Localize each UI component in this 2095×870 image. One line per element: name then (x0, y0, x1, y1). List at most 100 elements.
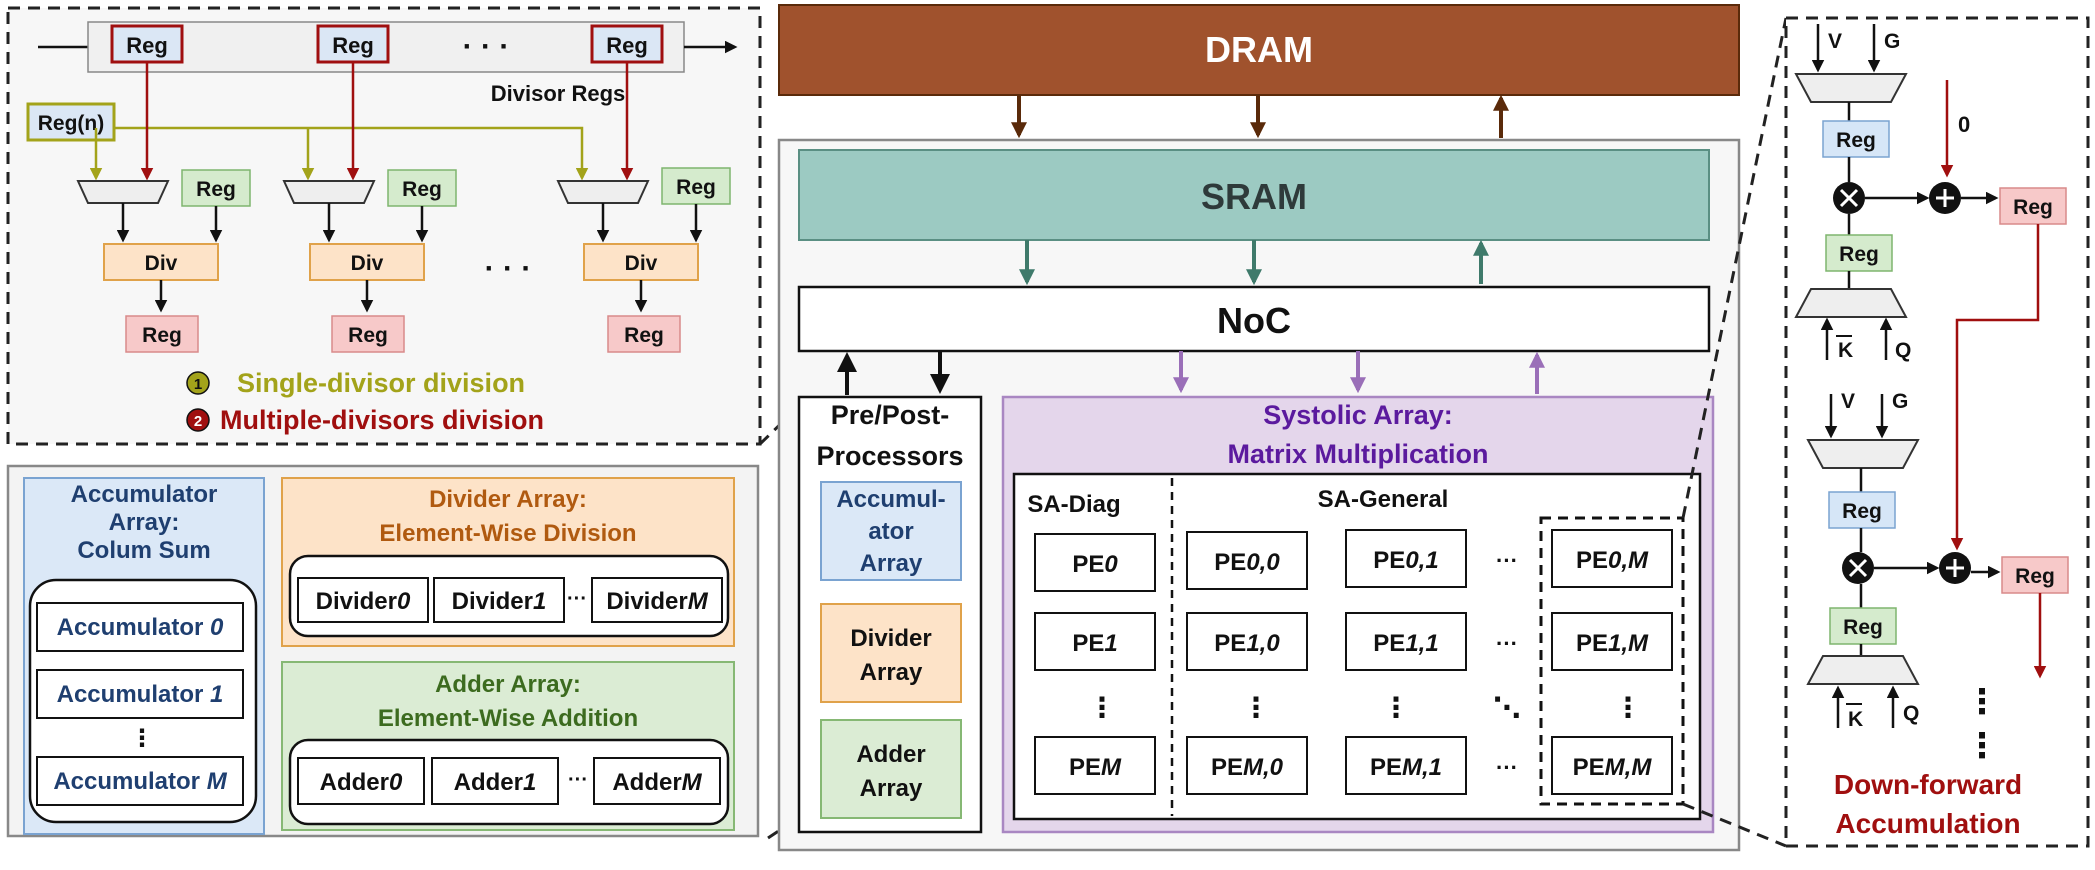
legend-multiple-divisors: 2 Multiple-divisors division (186, 405, 544, 435)
upper-mux-bottom (1794, 288, 1908, 318)
side-reg-1: Reg (387, 169, 457, 207)
accumulator-0: Accumulator 0 (36, 602, 244, 652)
svg-text:Reg: Reg (142, 324, 182, 347)
out-reg-2: Reg (607, 315, 681, 353)
svg-text:Reg: Reg (348, 324, 388, 347)
divider-m: DividerM (591, 577, 723, 623)
svg-text:G: G (1892, 390, 1908, 413)
svg-text:Reg: Reg (126, 33, 168, 58)
lower-mux-top (1806, 439, 1920, 469)
svg-text:PE0,0: PE0,0 (1214, 549, 1280, 576)
svg-text:V: V (1828, 30, 1842, 53)
svg-text:K: K (1838, 339, 1853, 362)
pre-post-processors: Pre/Post- Processors Accumul- ator Array… (797, 395, 983, 834)
pe-diag-m: PEM (1034, 736, 1156, 795)
pe-m-m: PEM,M (1551, 736, 1673, 795)
svg-text:Single-divisor division: Single-divisor division (237, 368, 525, 398)
svg-text:⋮: ⋮ (1614, 692, 1642, 723)
divisor-reg-1: Reg (316, 24, 390, 64)
svg-text:G: G (1884, 30, 1900, 53)
svg-text:Pre/Post-: Pre/Post- (831, 400, 950, 430)
upper-mux-top (1794, 73, 1908, 103)
svg-text:Divider Array:: Divider Array: (429, 486, 587, 513)
svg-text:Systolic Array:: Systolic Array: (1263, 400, 1453, 430)
divider-array: Divider Array: Element-Wise Division Div… (281, 477, 735, 647)
down-forward-caption-1: Down-forward (1834, 769, 2022, 800)
out-reg-0: Reg (125, 315, 199, 353)
adder-0: Adder0 (297, 757, 425, 805)
svg-text:0: 0 (1958, 112, 1970, 137)
lower-mux-bottom (1806, 655, 1920, 685)
svg-text:Reg: Reg (624, 324, 664, 347)
div-unit-2: Div (583, 243, 699, 281)
down-forward-detail: V G Reg Reg K Q 0 (1784, 16, 2090, 848)
svg-text:Element-Wise Addition: Element-Wise Addition (378, 705, 638, 732)
svg-text:Reg: Reg (1843, 616, 1883, 639)
svg-text:⋱: ⋱ (1493, 692, 1521, 723)
svg-text:Reg: Reg (402, 178, 442, 201)
svg-text:NoC: NoC (1217, 300, 1291, 341)
svg-text:PE0,M: PE0,M (1576, 547, 1649, 574)
svg-text:PEM,1: PEM,1 (1370, 754, 1442, 781)
svg-text:Multiple-divisors division: Multiple-divisors division (220, 405, 544, 435)
pe-1-m: PE1,M (1551, 612, 1673, 671)
svg-text:PEM: PEM (1069, 754, 1122, 781)
svg-text:Div: Div (351, 252, 384, 275)
dram-block: DRAM (778, 4, 1740, 96)
prepost-adder-array: Adder Array (820, 719, 962, 819)
svg-text:Q: Q (1895, 339, 1911, 362)
svg-text:Reg: Reg (2015, 565, 2055, 588)
divider-1: Divider1 (433, 577, 565, 623)
sa-diag-label: SA-Diag (1027, 491, 1120, 518)
svg-text:Colum Sum: Colum Sum (77, 537, 210, 564)
pe-0-1: PE0,1 (1345, 529, 1467, 588)
svg-text:Accumul-: Accumul- (836, 486, 945, 513)
svg-text:PE1,1: PE1,1 (1373, 630, 1438, 657)
svg-text:Accumulator M: Accumulator M (53, 768, 227, 795)
svg-text:Reg: Reg (606, 33, 648, 58)
svg-text:···: ··· (568, 769, 588, 791)
mux-2 (556, 180, 650, 204)
div-unit-1: Div (309, 243, 425, 281)
divisor-reg-2: Reg (590, 24, 664, 64)
svg-text:⋮: ⋮ (1242, 692, 1270, 723)
lower-reg-blue: Reg (1828, 491, 1896, 529)
upper-reg-green: Reg (1825, 234, 1893, 272)
pe-0-0: PE0,0 (1186, 531, 1308, 590)
mux-1 (282, 180, 376, 204)
lower-reg-pink: Reg (2001, 556, 2069, 594)
svg-text:DividerM: DividerM (606, 588, 708, 615)
svg-text:Reg: Reg (2013, 196, 2053, 219)
svg-text:Element-Wise Division: Element-Wise Division (379, 520, 636, 547)
svg-text:Array:: Array: (109, 509, 180, 536)
svg-text:Accumulator 1: Accumulator 1 (57, 681, 224, 708)
accumulator-array: Accumulator Array: Colum Sum Accumulator… (23, 477, 265, 835)
svg-text:Reg: Reg (1836, 129, 1876, 152)
svg-text:···: ··· (567, 588, 587, 610)
pe-diag-1: PE1 (1034, 612, 1156, 671)
svg-text:PE1: PE1 (1072, 630, 1117, 657)
pe-1-0: PE1,0 (1186, 612, 1308, 671)
svg-text:PEM,M: PEM,M (1573, 754, 1653, 781)
lower-reg-green: Reg (1829, 607, 1897, 645)
svg-text:Div: Div (145, 252, 178, 275)
svg-text:AdderM: AdderM (612, 769, 702, 796)
divisor-regs-label: Divisor Regs (491, 81, 626, 106)
last-column-highlight (1539, 516, 1685, 806)
svg-text:Q: Q (1903, 702, 1919, 725)
svg-text:Reg: Reg (196, 178, 236, 201)
div-ellipsis: · · · (485, 252, 532, 285)
pe-m-0: PEM,0 (1186, 736, 1308, 795)
svg-text:⋮: ⋮ (1088, 692, 1116, 723)
svg-text:PE0: PE0 (1072, 551, 1118, 578)
adder-m: AdderM (593, 757, 721, 805)
svg-text:⋮: ⋮ (1382, 692, 1410, 723)
svg-text:Reg: Reg (332, 33, 374, 58)
sram-block: SRAM (798, 149, 1710, 241)
svg-text:Reg: Reg (1842, 500, 1882, 523)
lower-add-icon (1939, 552, 1971, 584)
prepost-divider-array: Divider Array (820, 603, 962, 703)
pe-diag-0: PE0 (1034, 533, 1156, 592)
svg-text:PE0,1: PE0,1 (1373, 547, 1438, 574)
side-reg-2: Reg (661, 167, 731, 205)
